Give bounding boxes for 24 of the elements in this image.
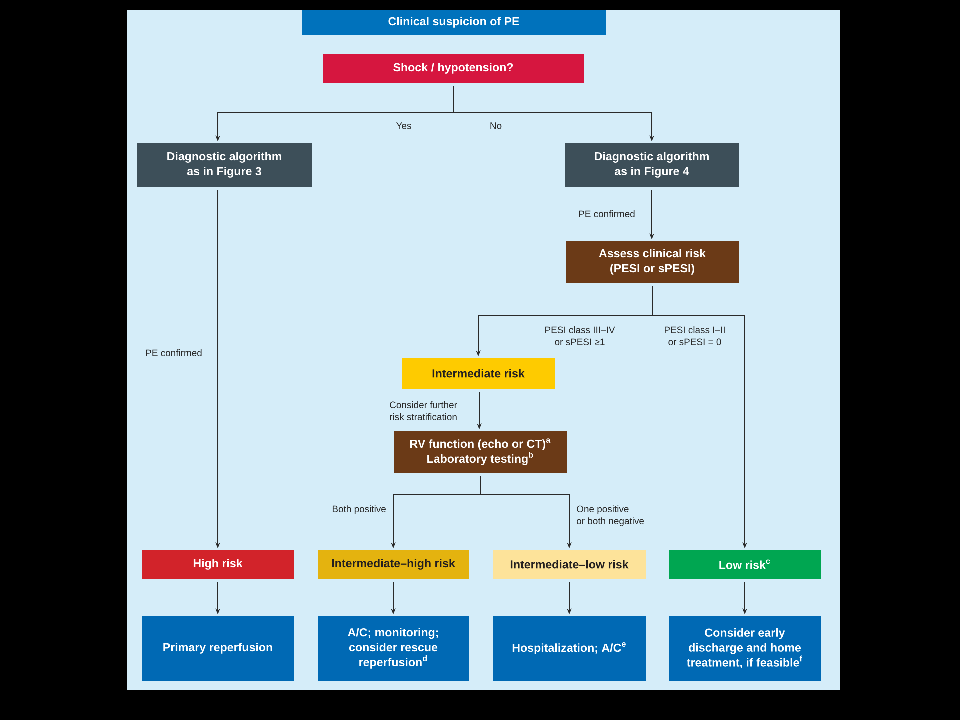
edge-label: One positive or both negative: [577, 506, 644, 526]
start-box: Clinical suspicion of PE: [302, 10, 606, 35]
edge-label: Yes: [396, 122, 412, 130]
treatment-box: Hospitalization; A/C$^{e}$: [493, 616, 646, 681]
process-box: Diagnostic algorithm as in Figure 3: [137, 143, 312, 187]
risk-box: Intermediate–low risk: [493, 550, 646, 579]
edge-label: PE confirmed: [579, 210, 635, 218]
process-box: RV function (echo or CT)$^{a}$ Laboratory testing$^{b}$: [394, 431, 567, 473]
risk-box: Low risk$^{c}$: [669, 550, 821, 579]
treatment-box: Consider early discharge and home treatment, if feasible$^{f}$: [669, 616, 821, 681]
edge-label: PESI class III–IV or sPESI ≥1: [546, 326, 616, 346]
treatment-box: A/C; monitoring; consider rescue reperfusion$^{d}$: [318, 616, 469, 681]
risk-box: Intermediate–high risk: [318, 550, 469, 579]
process-box: Assess clinical risk (PESI or sPESI): [566, 241, 739, 283]
edge-label: PE confirmed: [146, 350, 202, 356]
risk-box: High risk: [142, 550, 294, 579]
process-box: Diagnostic algorithm as in Figure 4: [565, 143, 739, 187]
treatment-box: Primary reperfusion: [142, 616, 294, 681]
edge-label: PESI class I–II or sPESI = 0: [665, 326, 725, 346]
risk-box: Intermediate risk: [402, 358, 555, 389]
edge-label: Both positive: [332, 506, 386, 514]
edge-label: Consider further risk stratification: [390, 402, 458, 420]
decision-box: Shock / hypotension?: [323, 54, 584, 83]
edge-label: No: [490, 122, 502, 130]
